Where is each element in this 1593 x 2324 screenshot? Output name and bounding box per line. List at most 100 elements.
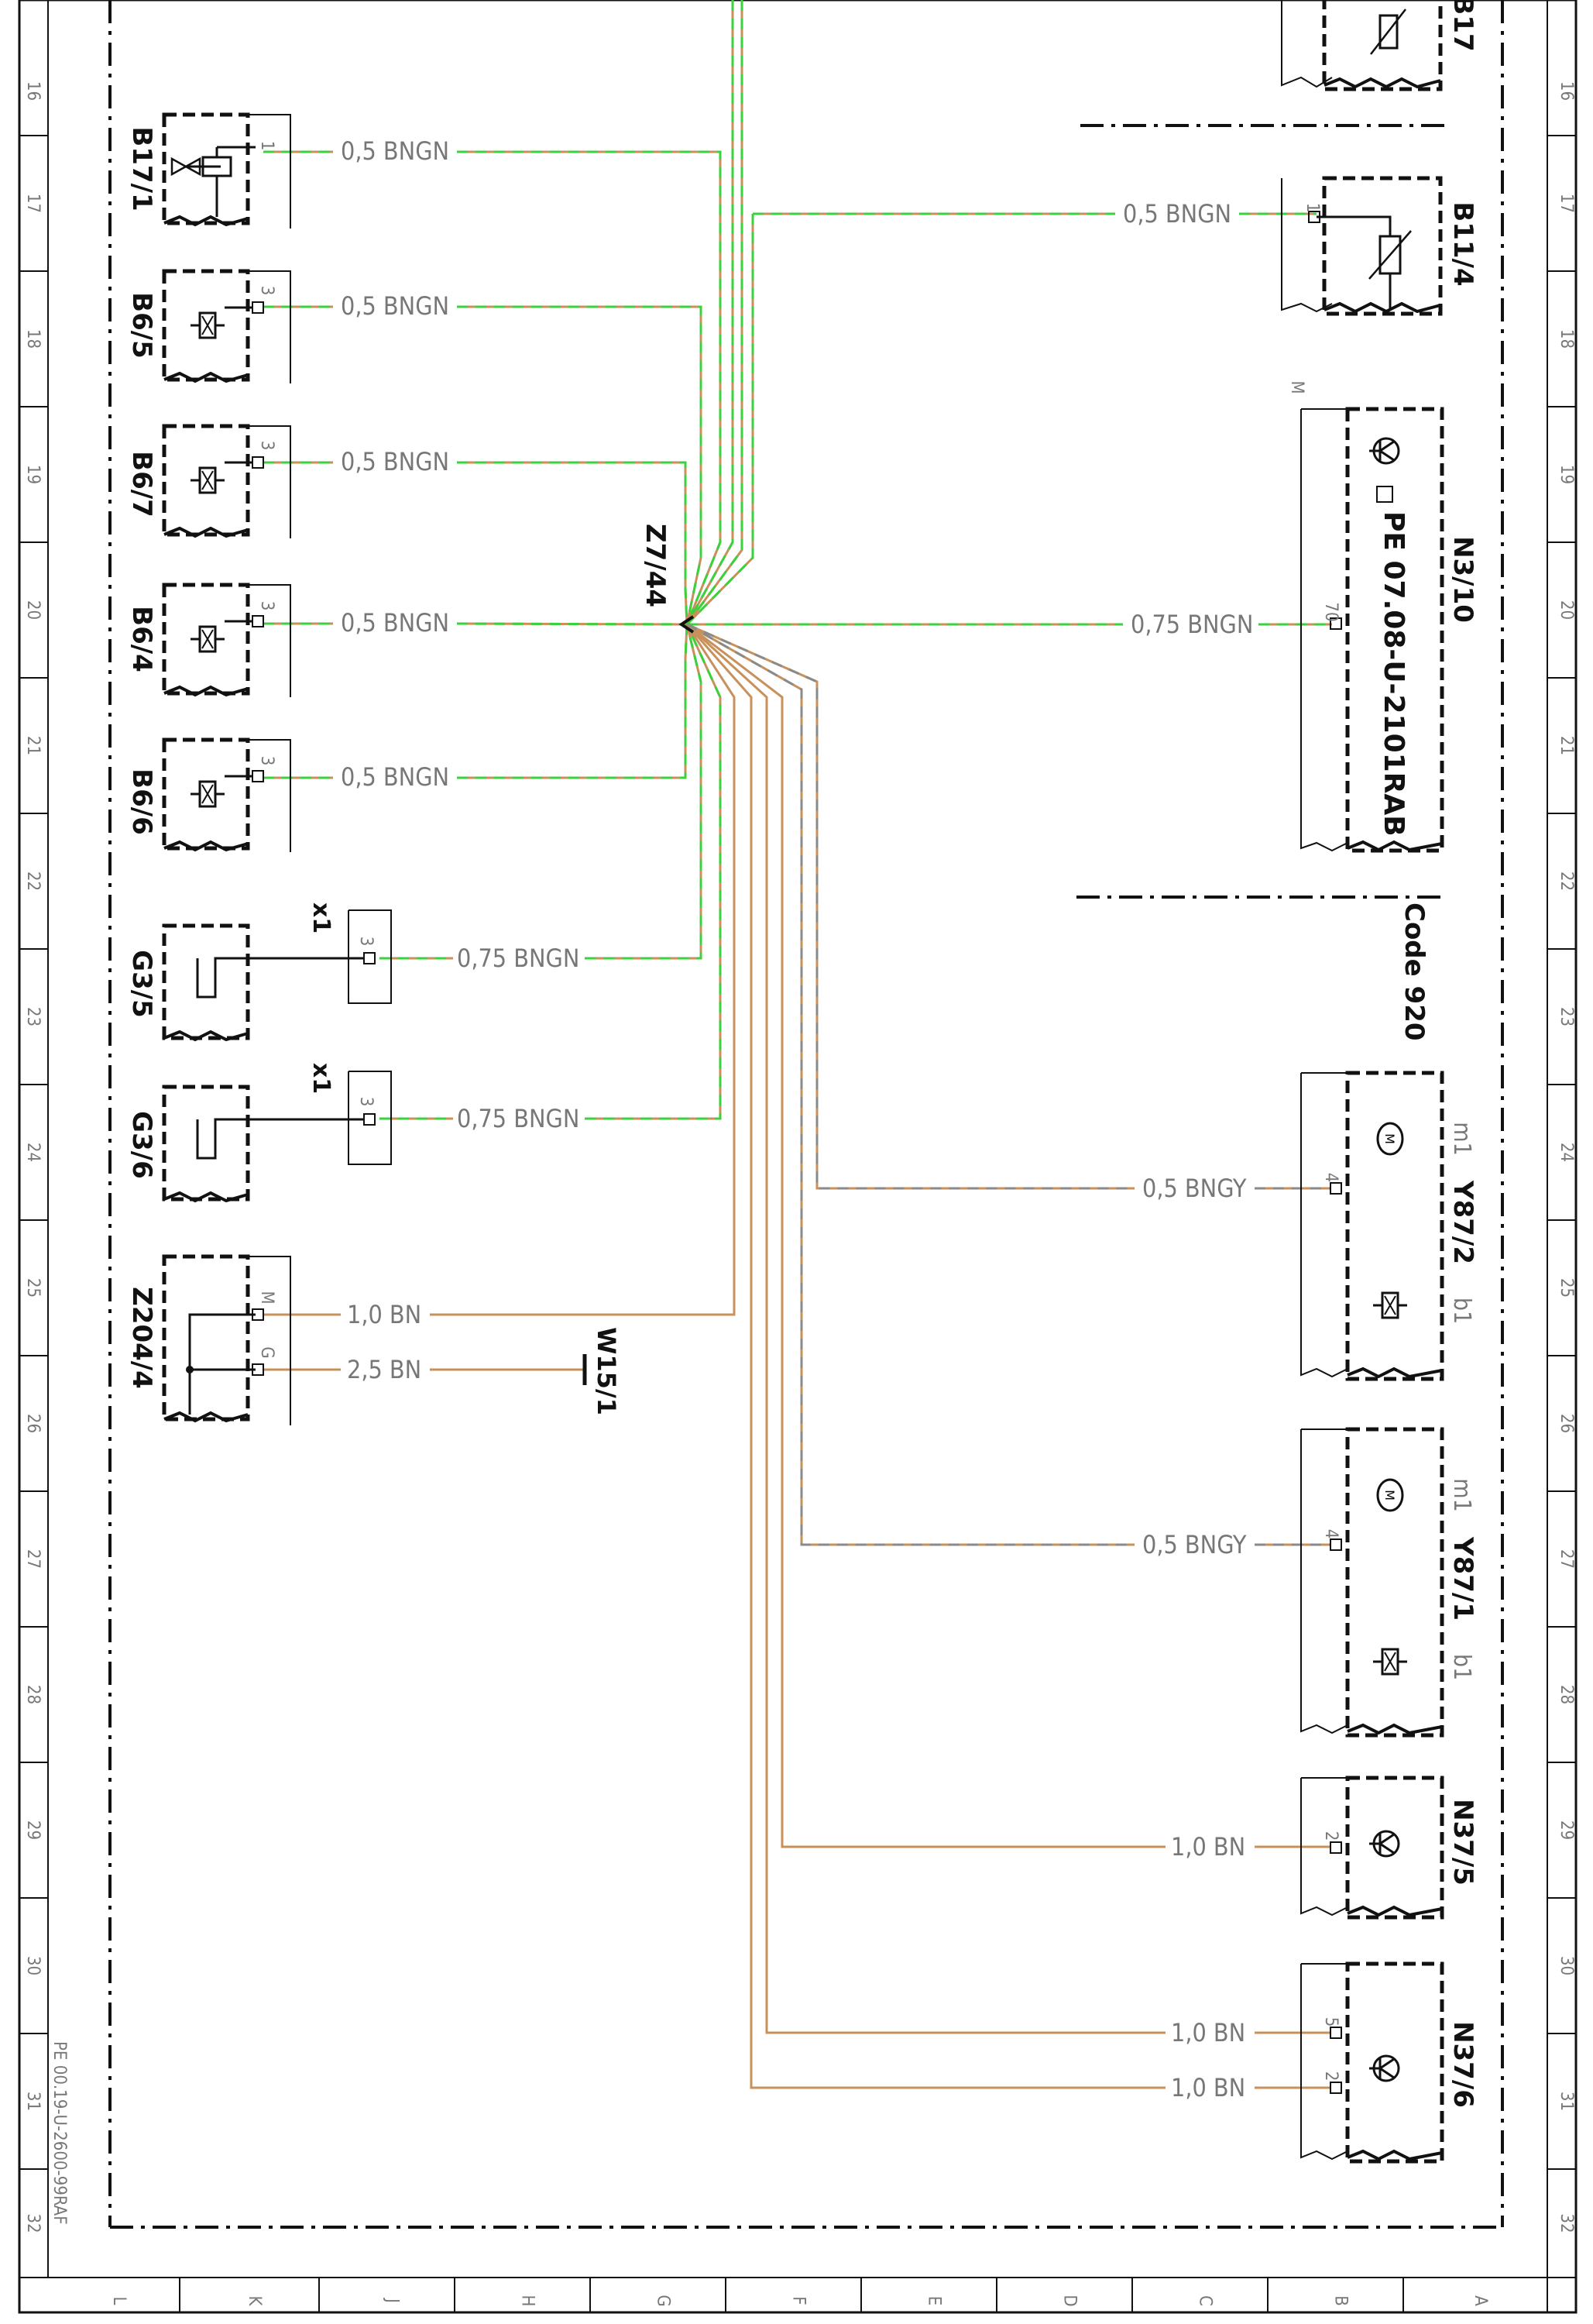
wire-label: 1,0 BN xyxy=(1171,2073,1245,2102)
wire-label: 1,0 BN xyxy=(347,1300,421,1329)
pin-label: 3 xyxy=(257,441,276,451)
row-number: 26 xyxy=(23,1414,43,1433)
column-letter: E xyxy=(925,2296,944,2306)
row-number: 24 xyxy=(1557,1143,1576,1162)
wire-label: 0,5 BNGN xyxy=(341,447,449,476)
column-letter: H xyxy=(518,2295,537,2307)
component-label: G3/5 xyxy=(126,950,157,1018)
column-letter: F xyxy=(789,2296,809,2305)
row-number: 23 xyxy=(23,1007,43,1026)
row-number: 30 xyxy=(1557,1956,1576,1975)
component-y87-1 xyxy=(1300,1427,1444,1738)
pin-label: 2 xyxy=(1321,1831,1341,1841)
row-number: 19 xyxy=(1557,465,1576,484)
splice-z7-44 xyxy=(678,615,695,634)
wire-label: 0,5 BNGY xyxy=(1142,1174,1247,1203)
row-number: 25 xyxy=(1557,1278,1576,1298)
component-g3-5 xyxy=(162,909,392,1042)
sub-label: m1 xyxy=(1448,1122,1475,1155)
sub-label: m1 xyxy=(1448,1478,1475,1511)
doc-ref-label: PE 07.08-U-2101RAB xyxy=(1378,511,1409,837)
wire-label: 0,5 BNGN xyxy=(341,762,449,792)
component-label: B11/4 xyxy=(1447,201,1478,286)
row-number: 21 xyxy=(1557,736,1576,755)
row-number: 16 xyxy=(23,81,43,101)
pin-label: 3 xyxy=(356,1097,376,1107)
component-label: B6/4 xyxy=(126,606,157,672)
component-n37-5 xyxy=(1300,1776,1444,1920)
wire-label: 0,5 BNGN xyxy=(1123,199,1231,229)
component-b6-6 xyxy=(162,737,291,852)
pin-label: 3 xyxy=(356,937,376,947)
row-number: 29 xyxy=(1557,1820,1576,1840)
row-number: 23 xyxy=(1557,1007,1576,1026)
component-g3-6 xyxy=(162,1071,392,1203)
row-number: 17 xyxy=(23,194,43,213)
column-letter: A xyxy=(1471,2295,1490,2306)
row-number: 22 xyxy=(1557,871,1576,891)
component-b6-7 xyxy=(162,424,291,538)
wire-label: 0,75 BNGN xyxy=(1131,610,1253,639)
pin-label: M xyxy=(257,1291,276,1304)
wire-label: 1,0 BN xyxy=(1171,2018,1245,2047)
sub-label: b1 xyxy=(1448,1654,1475,1680)
column-letter: G xyxy=(654,2295,673,2306)
component-n37-6 xyxy=(1300,1961,1444,2164)
row-number: 29 xyxy=(23,1820,43,1840)
row-number: 27 xyxy=(1557,1549,1576,1569)
component-label: B6/6 xyxy=(126,768,157,835)
row-number: 28 xyxy=(23,1685,43,1704)
component-label: B17 xyxy=(1447,0,1478,52)
pin-label: 4 xyxy=(1321,1529,1341,1539)
wire-label: 0,5 BNGN xyxy=(341,291,449,321)
pin-label: 70 xyxy=(1321,602,1341,621)
row-number: 28 xyxy=(1557,1685,1576,1704)
pin-label: 3 xyxy=(257,756,276,766)
component-b6-5 xyxy=(162,269,291,383)
connector-label: x1 xyxy=(307,902,335,933)
row-number: 20 xyxy=(1557,600,1576,620)
row-number: 32 xyxy=(1557,2213,1576,2233)
pin-label: 3 xyxy=(257,286,276,296)
column-letter: C xyxy=(1196,2295,1215,2306)
row-number: 24 xyxy=(23,1143,43,1162)
component-label: B17/1 xyxy=(126,126,157,211)
row-number: 25 xyxy=(23,1278,43,1298)
ground-label: W15/1 xyxy=(592,1327,621,1415)
wire-label: 0,5 BNGY xyxy=(1142,1530,1247,1559)
row-number: 31 xyxy=(23,2092,43,2111)
pin-label: 4 xyxy=(1321,1173,1341,1183)
row-number: 19 xyxy=(23,465,43,484)
wire-label: 0,5 BNGN xyxy=(341,608,449,638)
component-z204-4 xyxy=(162,1254,291,1425)
component-label: Y87/1 xyxy=(1447,1536,1478,1621)
component-label: N37/6 xyxy=(1447,2021,1478,2108)
pin-label: 1 xyxy=(1303,203,1322,213)
wire-label: 0,5 BNGN xyxy=(341,136,449,166)
doc-ref-label: PE 00.19-U-2600-99RAF xyxy=(50,2041,69,2225)
row-number: 18 xyxy=(1557,329,1576,349)
column-letter: B xyxy=(1331,2295,1351,2306)
pin-label: 5 xyxy=(1321,2017,1341,2027)
code-label: Code 920 xyxy=(1399,902,1430,1041)
sub-label: b1 xyxy=(1448,1298,1475,1324)
component-label: B6/7 xyxy=(126,451,157,517)
component-b6-4 xyxy=(162,583,291,697)
column-letter: J xyxy=(383,2297,402,2303)
row-number: 18 xyxy=(23,329,43,349)
row-number: 26 xyxy=(1557,1414,1576,1433)
component-y87-2 xyxy=(1300,1071,1444,1381)
component-label: N37/5 xyxy=(1447,1799,1478,1886)
component-b17 xyxy=(1281,0,1443,91)
connector-label: x1 xyxy=(307,1063,335,1094)
wire-label: 1,0 BN xyxy=(1171,1832,1245,1862)
component-label: Y87/2 xyxy=(1447,1180,1478,1264)
row-number: 31 xyxy=(1557,2092,1576,2111)
row-number: 21 xyxy=(23,736,43,755)
component-label: Z204/4 xyxy=(126,1287,157,1389)
column-letter: K xyxy=(245,2296,264,2307)
pin-label: G xyxy=(257,1346,276,1358)
row-number: 22 xyxy=(23,871,43,891)
